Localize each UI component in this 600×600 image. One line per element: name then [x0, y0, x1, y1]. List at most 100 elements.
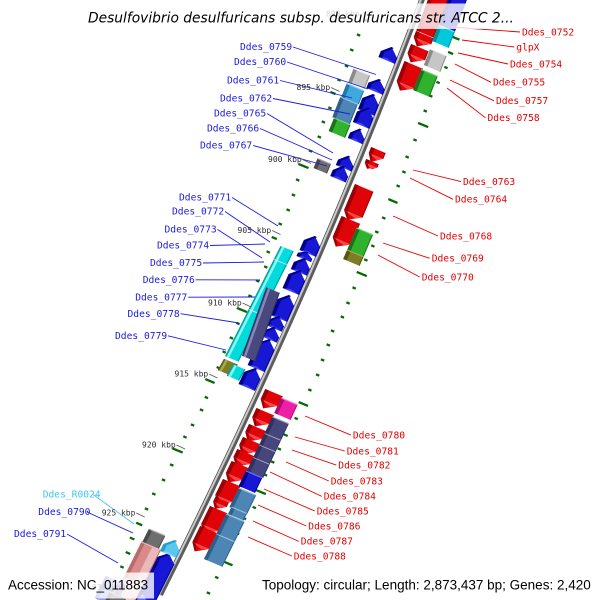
gene-label-right: Ddes_0752: [522, 28, 574, 39]
gene-notch: [245, 432, 263, 440]
gene: [335, 155, 354, 172]
gene-edge-dark: [175, 550, 180, 558]
gene-notch: [233, 457, 251, 465]
gene-label-left: Ddes_0762: [220, 94, 272, 105]
gene: [368, 147, 386, 162]
gene-edge-dark: [225, 502, 229, 508]
ruler-tick-leader: [208, 373, 218, 379]
gene-bevel: [335, 159, 342, 167]
gc-dash-left: [247, 294, 253, 298]
gene-body: [344, 184, 373, 218]
gene-notch: [396, 81, 415, 89]
gene: [352, 107, 374, 129]
gene: [366, 79, 386, 95]
gene-head-shade: [252, 417, 257, 427]
gene-bevel: [270, 299, 282, 317]
gene-head-shade: [157, 553, 172, 559]
gene-bevel: [238, 471, 250, 488]
leader-line: [180, 313, 240, 324]
gene-edge-dark-left: [225, 246, 282, 357]
gc-dash-left: [344, 64, 349, 68]
leader-line: [446, 87, 486, 119]
gene: [228, 506, 247, 521]
gene-head-shade: [268, 315, 281, 321]
leader-line: [294, 436, 345, 452]
gene-edge-dark: [305, 268, 310, 276]
leader-line: [292, 46, 377, 75]
gene-separator: [253, 457, 270, 465]
gc-dash-right: [370, 244, 375, 248]
gene-edge-dark: [373, 104, 379, 116]
gc-dash-right: [423, 109, 428, 113]
gene-head-shade: [213, 501, 217, 509]
gene-notch: [368, 153, 383, 160]
gene-notch: [213, 501, 227, 509]
gene-separator: [259, 444, 276, 453]
gene-head-shade: [407, 53, 413, 63]
gene-head-shade: [263, 326, 277, 332]
leader-line: [266, 113, 334, 154]
gene-bevel: [233, 449, 241, 459]
gene-edge-dark: [280, 325, 285, 332]
gene-label-right: Ddes_0763: [463, 177, 515, 188]
gene-edge-light: [340, 96, 358, 105]
leader-line: [252, 520, 299, 542]
gene-head: [192, 542, 210, 552]
leader-line: [86, 511, 134, 534]
gene: [423, 48, 447, 72]
ruler-tick-leader: [242, 302, 252, 308]
gene-edge-dark-left: [241, 287, 268, 357]
gc-dash-right: [412, 138, 418, 142]
gene-bevel: [252, 408, 261, 419]
text-layer: Desulfovibrio desulfuricans subsp. desul…: [8, 11, 591, 593]
gene-body: [246, 417, 289, 478]
gene-edge-light: [353, 67, 370, 76]
gene-edge-dark: [344, 124, 351, 138]
leader-line: [217, 229, 263, 259]
gene-notch: [413, 37, 431, 45]
gene-tail-light: [282, 288, 299, 295]
gene-label-left: Ddes_0767: [200, 141, 252, 152]
gene-edge-dark: [350, 165, 354, 172]
gene-tail-light: [238, 384, 255, 391]
gene-bevel: [341, 83, 351, 99]
gene-edge-light: [272, 416, 289, 425]
gene-head-shade: [396, 81, 402, 91]
gene-bevel: [352, 111, 361, 124]
accession-text: Accession: NC_011883: [8, 578, 148, 593]
gene-edge-dark: [238, 368, 246, 381]
gene-bevel: [238, 372, 248, 386]
gene-bevel: [366, 82, 372, 90]
gc-dash-left: [169, 463, 174, 467]
gc-dash-left: [356, 33, 361, 37]
gene-head-shade: [225, 473, 230, 483]
gene: [407, 44, 429, 63]
gene-bevel: [204, 514, 230, 561]
gene-edge-dark: [382, 152, 386, 160]
gc-dash-right: [396, 184, 401, 188]
gene: [159, 540, 180, 558]
gene-notch: [252, 417, 270, 425]
gene-edge-dark: [362, 234, 373, 257]
gc-dash-left: [317, 135, 322, 139]
gene-edge-dark: [315, 246, 321, 257]
leader-line: [202, 261, 265, 264]
leader-line: [247, 536, 292, 557]
gene-head: [245, 432, 263, 442]
gene: [226, 364, 246, 381]
gc-dash-left: [190, 423, 195, 427]
gene: [396, 61, 423, 91]
gc-dash-right: [345, 301, 351, 305]
gene-edge-dark: [348, 103, 358, 125]
gene-edge-light: [148, 528, 166, 537]
gene-head-shade: [192, 542, 197, 552]
gc-dash-right: [374, 230, 379, 234]
gene: [378, 47, 398, 64]
gc-dash-left: [135, 521, 143, 527]
gene-body: [270, 295, 294, 322]
map-title: Desulfovibrio desulfuricans subsp. desul…: [88, 11, 514, 27]
gene-bevel: [407, 44, 415, 55]
ruler-label: 920 kbp: [142, 441, 176, 450]
gc-dash-right: [363, 258, 368, 262]
